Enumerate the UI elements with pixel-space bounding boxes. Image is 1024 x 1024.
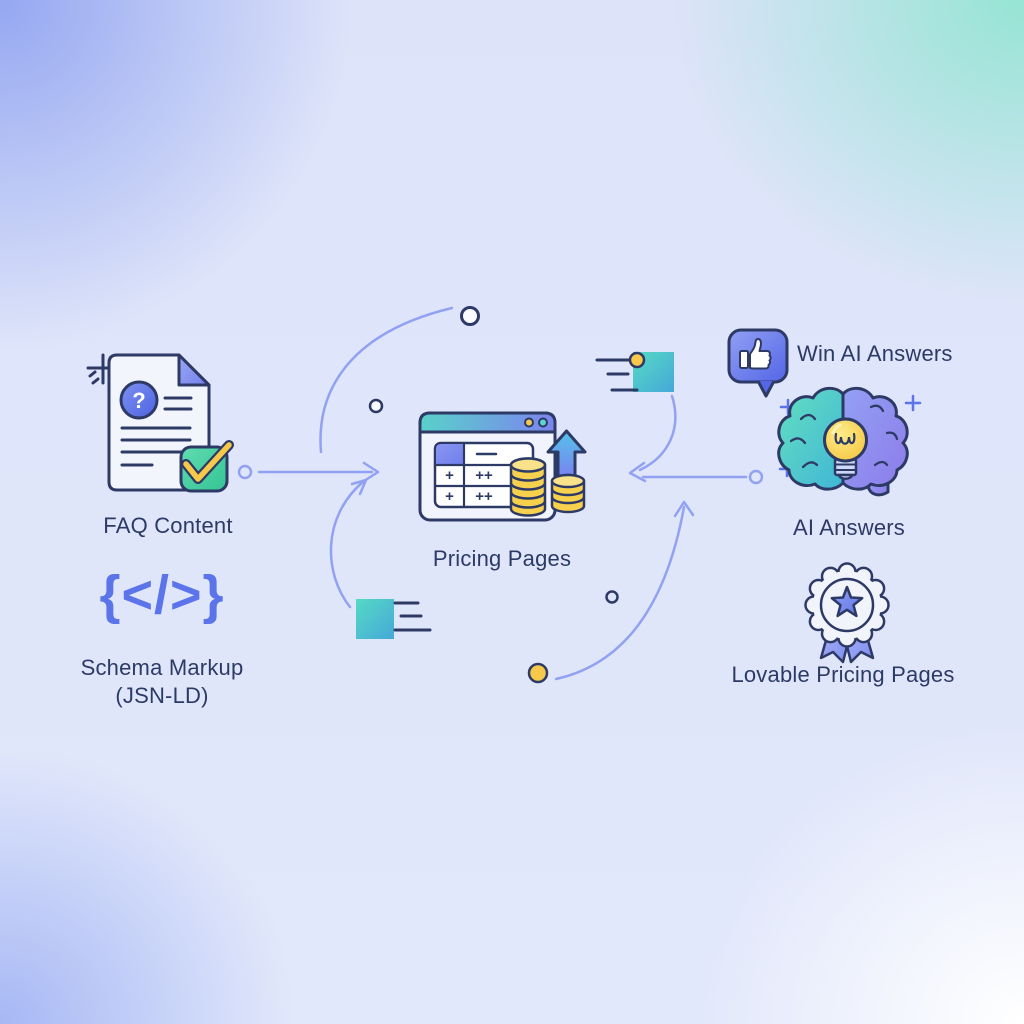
white-circle-large [460, 306, 480, 326]
bulb-cap [837, 473, 854, 480]
pricing-pages-label: Pricing Pages [432, 546, 572, 571]
connector-layer [237, 306, 764, 681]
table-cell: + [445, 467, 454, 484]
table-header-cell [434, 442, 465, 466]
thumbs-up-cuff [739, 350, 749, 369]
document-text-lines [120, 396, 193, 467]
topbar-dot-teal [538, 417, 548, 428]
coin-stack-left [509, 457, 547, 517]
lightbulb-icon [823, 417, 868, 463]
question-circle [119, 380, 159, 420]
faq-content-label: FAQ Content [103, 513, 233, 538]
badge-inner-ring [819, 577, 875, 633]
document-fold [177, 353, 211, 387]
table-cell: ++ [475, 467, 493, 484]
faq-document-check-icon: ? [86, 353, 234, 493]
arrowhead-up [673, 500, 695, 518]
brain-lightbulb-icon [777, 386, 922, 497]
arrowhead-left [628, 461, 647, 483]
award-ribbon-star-icon [804, 562, 890, 664]
win-ai-answers-label: Win AI Answers [797, 341, 953, 366]
arrowhead-right [362, 461, 380, 483]
speed-lines-right [595, 358, 639, 392]
schema-markup-label-line2: (JSN-LD) [115, 683, 209, 708]
flow-arc-square-to-pricing-right [638, 394, 677, 472]
question-mark: ? [132, 388, 145, 413]
topbar-dot-yellow [524, 417, 534, 428]
arrowhead-up-right [350, 478, 368, 496]
decor-layer [356, 306, 674, 684]
brain-right-lobe [841, 386, 909, 491]
schema-markup-label-line1: Schema Markup [80, 655, 244, 680]
teal-square-left [356, 599, 394, 639]
check-mark [183, 442, 232, 482]
dot-open-left [237, 464, 253, 480]
pricing-table-coins-growth-icon: + ++ + ++ [418, 411, 587, 522]
yellow-dot-small [628, 351, 646, 369]
flow-arc-bottom-up [554, 505, 686, 681]
bubble-tail [756, 380, 776, 398]
speed-lines-left [393, 601, 432, 632]
flow-arc-top-left [319, 306, 454, 454]
dot-open-right [748, 469, 764, 485]
schema-markup-label: Schema Markup (JSN-LD) [42, 654, 282, 710]
table-cell: + [445, 488, 454, 505]
bulb-filament [834, 432, 856, 445]
code-brackets-icon: {</>} [99, 565, 225, 625]
browser-topbar [418, 411, 557, 434]
bulb-highlight [831, 423, 842, 435]
white-circle-small [368, 398, 384, 414]
yellow-dot-large [527, 662, 549, 684]
brain-folds [789, 404, 899, 469]
thumbs-up-icon [749, 338, 772, 370]
badge-star [830, 585, 864, 618]
ai-answers-label: AI Answers [792, 515, 906, 540]
flow-arc-schema-to-pricing [329, 479, 366, 609]
thumbs-up-speech-bubble-icon [727, 328, 789, 398]
brain-left-lobe [777, 386, 845, 491]
lovable-pricing-pages-label: Lovable Pricing Pages [731, 662, 955, 687]
navy-circle-outline [605, 590, 619, 604]
coin-stack-right [550, 473, 586, 514]
table-cell: ++ [475, 488, 493, 505]
